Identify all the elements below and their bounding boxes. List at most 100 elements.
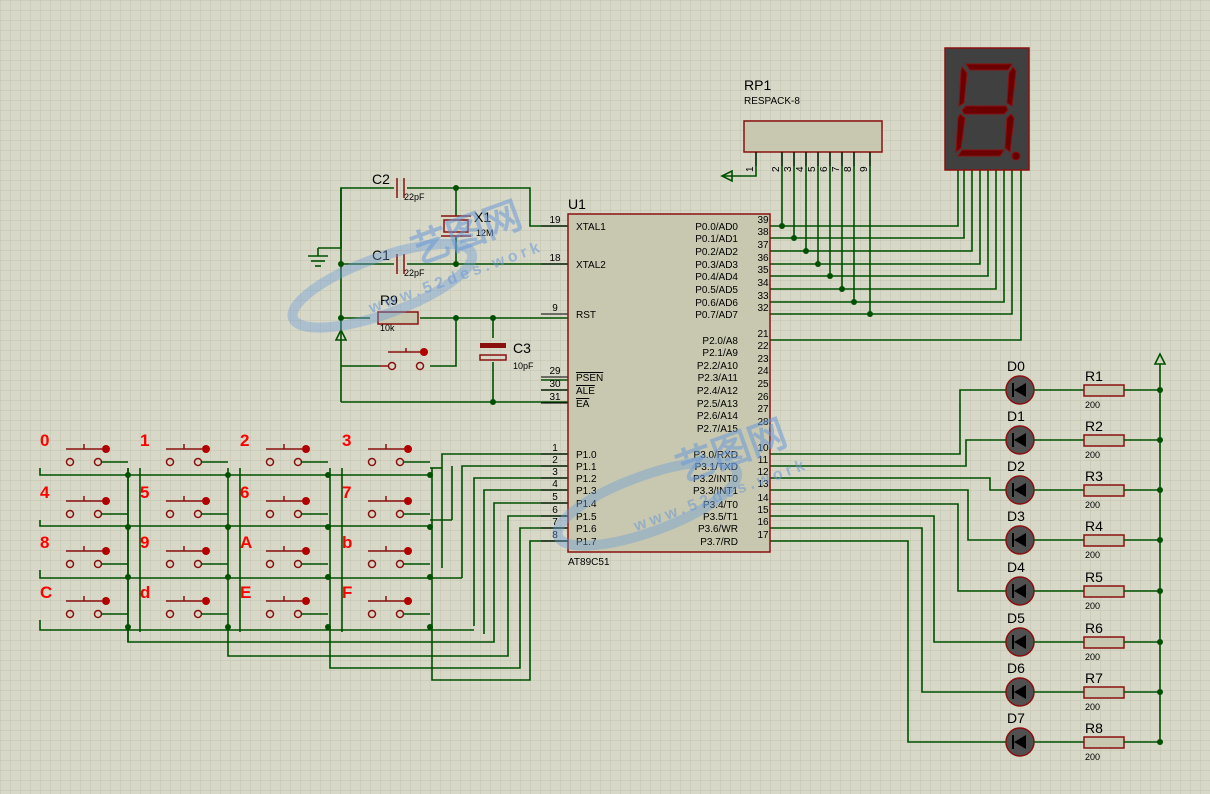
mcu-pin-number: 7 (552, 517, 558, 528)
mcu-pin-label: ALE (576, 386, 595, 397)
keypad-button[interactable]: 9 (140, 533, 231, 580)
keypad-button[interactable]: 8 (40, 533, 131, 580)
mcu-u1[interactable]: U1 AT89C51 (567, 196, 771, 568)
junction-dot (490, 315, 496, 321)
led-ref: D4 (1007, 559, 1025, 575)
junction-dot (791, 235, 797, 241)
mcu-pin-label: P0.4/AD4 (695, 272, 738, 283)
capacitor-c1[interactable]: C1 22pF (372, 247, 425, 278)
rp1-pin-number: 3 (783, 166, 794, 172)
mcu-pin-number: 9 (552, 303, 558, 314)
c3-ref: C3 (513, 340, 531, 356)
mcu-pin-label: XTAL1 (576, 222, 606, 233)
x1-value: 12M (476, 228, 494, 238)
resistor-pack-rp1[interactable]: RP1 RESPACK-8 (743, 77, 883, 153)
keypad-label: 9 (140, 533, 149, 552)
keypad-button[interactable]: 2 (240, 431, 331, 478)
keypad-label: 6 (240, 483, 249, 502)
mcu-pin-number: 10 (757, 443, 769, 454)
junction-dot (815, 261, 821, 267)
mcu-pin-number: 26 (757, 392, 769, 403)
crystal-x1[interactable]: X1 12M (441, 209, 494, 238)
mcu-pin-label: PSEN (576, 373, 603, 384)
resistor-ref: R3 (1085, 468, 1103, 484)
rp1-pin-number: 4 (795, 166, 806, 172)
keypad-button[interactable]: 6 (240, 483, 331, 530)
keypad-button[interactable]: C (40, 583, 131, 630)
keypad-button[interactable]: E (240, 583, 331, 630)
keypad-button[interactable]: 7 (342, 483, 433, 530)
keypad-button[interactable]: 4 (40, 483, 131, 530)
keypad-label: F (342, 583, 352, 602)
rp1-pin-number: 1 (745, 166, 756, 172)
mcu-pin-number: 2 (552, 455, 558, 466)
mcu-pin-number: 18 (549, 253, 561, 264)
junction-dot (453, 185, 459, 191)
r9-ref: R9 (380, 292, 398, 308)
resistor-ref: R2 (1085, 418, 1103, 434)
led-ref: D6 (1007, 660, 1025, 676)
keypad-label: 4 (40, 483, 50, 502)
mcu-pin-label: P2.0/A8 (702, 336, 738, 347)
keypad-button[interactable]: A (240, 533, 331, 580)
reset-button[interactable] (380, 348, 428, 371)
mcu-pin-label: P3.4/T0 (703, 500, 738, 511)
keypad-button[interactable]: b (342, 533, 433, 580)
keypad-button[interactable]: 0 (40, 431, 131, 478)
capacitor-c2[interactable]: C2 22pF (372, 171, 425, 202)
resistor-r9[interactable]: R9 10k (377, 292, 419, 333)
mcu-pin-label: P0.2/AD2 (695, 247, 738, 258)
rp1-pin-number: 8 (843, 166, 854, 172)
mcu-left-pins: 19XTAL118XTAL29RST29PSEN30ALE31EA1P1.02P… (549, 215, 606, 548)
junction-dot (827, 273, 833, 279)
keypad-button[interactable]: 1 (140, 431, 231, 478)
resistor-ref: R7 (1085, 670, 1103, 686)
keypad-button[interactable]: F (342, 583, 433, 630)
junction-dot (490, 399, 496, 405)
mcu-pin-number: 25 (757, 379, 769, 390)
keypad-label: 1 (140, 431, 149, 450)
keypad-button[interactable]: d (140, 583, 231, 630)
keypad-label: 5 (140, 483, 149, 502)
mcu-pin-label: P2.1/A9 (702, 348, 738, 359)
keypad-label: b (342, 533, 352, 552)
mcu-pin-label: XTAL2 (576, 260, 606, 271)
mcu-pin-label: P1.6 (576, 524, 597, 535)
seven-segment-display[interactable] (944, 47, 1030, 171)
keypad-button[interactable]: 5 (140, 483, 231, 530)
keypad-button[interactable]: 3 (342, 431, 433, 478)
mcu-pin-label: P0.3/AD3 (695, 260, 738, 271)
resistor-value: 200 (1085, 601, 1100, 611)
capacitor-c3[interactable]: C3 10pF (479, 340, 534, 371)
mcu-pin-label: P1.7 (576, 537, 597, 548)
mcu-pin-number: 38 (757, 227, 769, 238)
mcu-pin-number: 11 (758, 455, 769, 466)
mcu-pin-number: 3 (552, 467, 558, 478)
mcu-pin-label: P1.2 (576, 474, 597, 485)
mcu-pin-number: 6 (552, 505, 558, 516)
mcu-pin-label: P2.3/A11 (698, 373, 739, 384)
mcu-pin-label: P3.5/T1 (703, 512, 738, 523)
led-bank: D0R1200D1R2200D2R3200D3R4200D4R5200D5R62… (1005, 358, 1163, 762)
ic-pin-stubs (338, 185, 873, 542)
junction-dot (839, 286, 845, 292)
keypad-label: A (240, 533, 252, 552)
mcu-pin-number: 30 (549, 379, 561, 390)
mcu-pin-number: 31 (549, 392, 561, 403)
c2-value: 22pF (404, 192, 425, 202)
keypad-label: 0 (40, 431, 49, 450)
mcu-part: AT89C51 (568, 557, 610, 568)
mcu-pin-label: P1.3 (576, 486, 597, 497)
resistor-ref: R4 (1085, 518, 1103, 534)
mcu-pin-label: P0.5/AD5 (695, 285, 738, 296)
